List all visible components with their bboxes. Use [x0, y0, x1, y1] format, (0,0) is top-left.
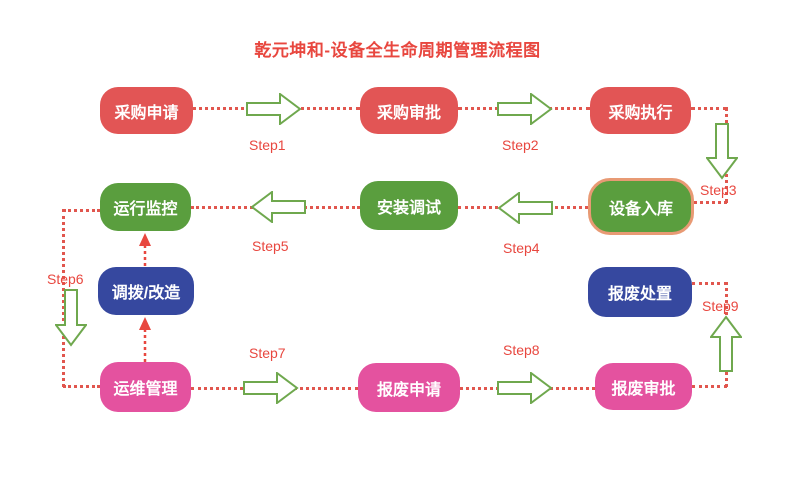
flow-arrow-right-icon [243, 372, 299, 404]
step-label-6: Step6 [47, 271, 84, 287]
connector-step6-top [63, 209, 100, 212]
step-label-1: Step1 [249, 137, 286, 153]
connector-step9-top [692, 282, 727, 285]
flow-arrow-right-icon [497, 372, 553, 404]
step-label-8: Step8 [503, 342, 540, 358]
node-installation-debugging: 安装调试 [360, 181, 458, 230]
flow-arrow-right-icon [246, 93, 302, 125]
connector-step6-bottom [63, 385, 100, 388]
step-label-4: Step4 [503, 240, 540, 256]
step-label-7: Step7 [249, 345, 286, 361]
flow-arrow-down-icon [706, 123, 738, 180]
node-purchase-approval: 采购审批 [360, 87, 458, 134]
step-label-9: Step9 [702, 298, 739, 314]
page-title: 乾元坤和-设备全生命周期管理流程图 [254, 41, 541, 60]
connector-step9-bottom [692, 385, 727, 388]
node-purchase-execution: 采购执行 [590, 87, 691, 134]
dashed-up-arrow-icon [138, 317, 152, 362]
connector-step6-vertical [62, 209, 65, 387]
step-label-5: Step5 [252, 238, 289, 254]
node-operation-monitoring: 运行监控 [100, 183, 191, 231]
flow-arrow-left-icon [250, 191, 306, 223]
node-purchase-request: 采购申请 [100, 87, 193, 134]
flow-arrow-up-icon [710, 315, 742, 373]
node-scrap-approval: 报废审批 [595, 363, 692, 410]
step-label-3: Step3 [700, 182, 737, 198]
flow-arrow-right-icon [497, 93, 553, 125]
node-maintenance-management: 运维管理 [100, 362, 191, 412]
connector-step3-top [691, 107, 727, 110]
node-transfer-modification: 调拨/改造 [98, 267, 194, 315]
flow-arrow-down-icon [55, 289, 87, 347]
connector-step3-bottom [694, 201, 727, 204]
dashed-up-arrow-icon [138, 233, 152, 267]
node-scrap-disposal: 报废处置 [588, 267, 692, 317]
node-equipment-storage: 设备入库 [588, 178, 694, 235]
node-scrap-request: 报废申请 [358, 363, 460, 412]
step-label-2: Step2 [502, 137, 539, 153]
flow-arrow-left-icon [497, 192, 553, 224]
